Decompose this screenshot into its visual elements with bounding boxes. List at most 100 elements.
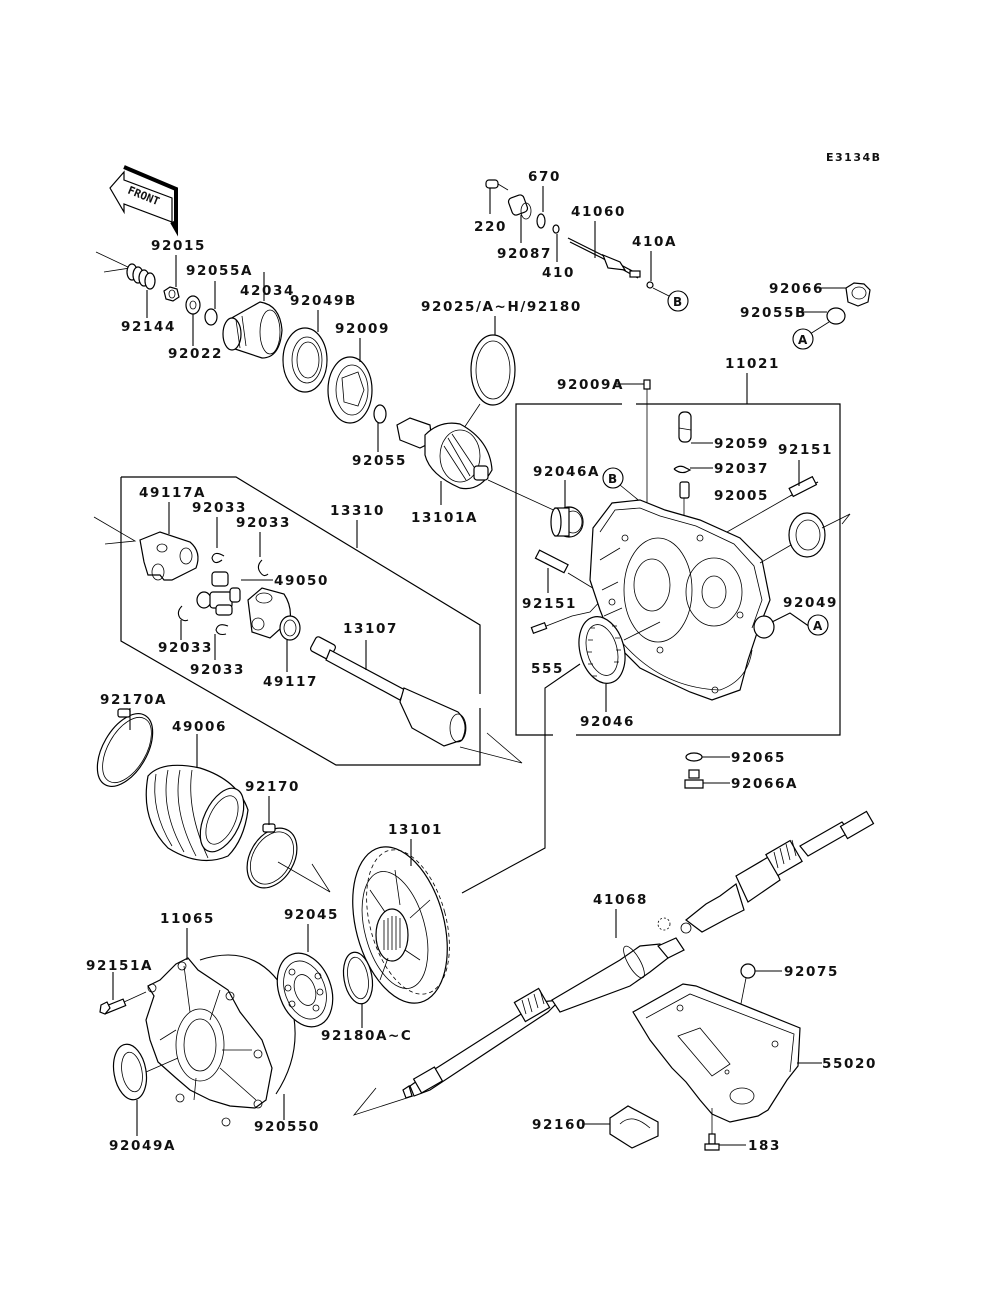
- label-13310: 13310: [330, 503, 385, 519]
- label-92075: 92075: [784, 964, 839, 980]
- part-92055A-o-ring[interactable]: [204, 308, 218, 326]
- part-92055-o-ring[interactable]: [373, 404, 387, 424]
- part-92055B-o-ring[interactable]: [826, 307, 846, 325]
- part-92066A-drain-plug[interactable]: [684, 769, 704, 789]
- part-92022-washer[interactable]: [185, 295, 201, 315]
- label-92087: 92087: [497, 246, 552, 262]
- ref-marker-a-top: [792, 328, 814, 350]
- label-49117: 49117: [263, 674, 318, 690]
- ref-marker-a-case-label: A: [813, 619, 823, 633]
- part-92065-washer[interactable]: [685, 752, 703, 762]
- part-92151-stud-left[interactable]: [534, 549, 569, 574]
- part-92180A-shim[interactable]: [340, 950, 377, 1006]
- label-13101: 13101: [388, 822, 443, 838]
- label-49050: 49050: [274, 573, 329, 589]
- part-13107-propeller-shaft[interactable]: [309, 636, 467, 747]
- ref-marker-b-label: B: [673, 295, 682, 309]
- part-92066-plug[interactable]: [845, 282, 871, 307]
- ref-marker-a-top-label: A: [798, 333, 808, 347]
- front-arrow-icon: FRONT: [109, 165, 178, 237]
- label-410: 410: [542, 265, 575, 281]
- part-183-bolt[interactable]: [704, 1133, 720, 1151]
- part-92160-block[interactable]: [609, 1105, 659, 1149]
- label-92049B: 92049B: [290, 293, 357, 309]
- part-92049B-oil-seal[interactable]: [282, 327, 328, 393]
- label-92151-top: 92151: [778, 442, 833, 458]
- part-92045-ball-bearing[interactable]: [268, 945, 343, 1034]
- part-410-washer[interactable]: [552, 224, 560, 234]
- label-92055A: 92055A: [186, 263, 253, 279]
- part-13101-ring-gear[interactable]: [337, 836, 464, 1013]
- label-92151A: 92151A: [86, 958, 153, 974]
- label-92015: 92015: [151, 238, 206, 254]
- part-92046A-needle-bearing[interactable]: [550, 506, 584, 538]
- label-92033-c: 92033: [158, 640, 213, 656]
- part-49050-cross-joint[interactable]: [196, 571, 241, 616]
- label-92009: 92009: [335, 321, 390, 337]
- part-49117-yoke[interactable]: [247, 587, 301, 641]
- part-92087-bushing[interactable]: [507, 194, 532, 220]
- part-92046-bearing[interactable]: [572, 611, 632, 688]
- part-49117A-yoke[interactable]: [139, 531, 199, 581]
- label-92033-b: 92033: [236, 515, 291, 531]
- part-92059-pin[interactable]: [678, 411, 692, 443]
- label-92045: 92045: [284, 907, 339, 923]
- label-49117A: 49117A: [139, 485, 206, 501]
- label-92059: 92059: [714, 436, 769, 452]
- part-92170A-clamp[interactable]: [86, 704, 164, 795]
- part-92151-stud-top[interactable]: [788, 475, 819, 498]
- label-92009A: 92009A: [557, 377, 624, 393]
- part-49006-cv-boot[interactable]: [145, 764, 252, 862]
- part-92033-clip-d[interactable]: [215, 624, 229, 636]
- part-92075-cap[interactable]: [740, 963, 756, 979]
- part-92170-clamp[interactable]: [237, 819, 307, 896]
- part-55020-guard[interactable]: [632, 983, 801, 1123]
- label-41068: 41068: [593, 892, 648, 908]
- part-220-bolt[interactable]: [485, 179, 509, 191]
- part-92005-breather[interactable]: [679, 481, 690, 520]
- part-410A-washer[interactable]: [646, 281, 654, 289]
- label-41060: 41060: [571, 204, 626, 220]
- label-220: 220: [474, 219, 507, 235]
- part-92009-seal[interactable]: [327, 356, 373, 424]
- part-92015-nut[interactable]: [163, 286, 180, 302]
- part-41068-drive-shaft[interactable]: [402, 810, 875, 1099]
- label-92037: 92037: [714, 461, 769, 477]
- part-11021-case[interactable]: [589, 499, 771, 701]
- part-92033-clip-c[interactable]: [177, 605, 189, 622]
- label-92005: 92005: [714, 488, 769, 504]
- part-92009A-dowel[interactable]: [643, 379, 651, 390]
- label-92049: 92049: [783, 595, 838, 611]
- part-670-o-ring[interactable]: [536, 213, 546, 229]
- diagram-code: E3134B: [826, 151, 882, 164]
- label-11065: 11065: [160, 911, 215, 927]
- part-92144-spring[interactable]: [126, 263, 156, 290]
- part-92025-shim[interactable]: [470, 334, 516, 406]
- label-92033-a: 92033: [192, 500, 247, 516]
- ref-marker-b: [667, 290, 689, 312]
- part-11065-cover[interactable]: [145, 957, 273, 1127]
- part-41060-speedo-gear[interactable]: [567, 237, 641, 279]
- part-92037-clip[interactable]: [673, 465, 692, 474]
- label-92033-d: 92033: [190, 662, 245, 678]
- label-92144: 92144: [121, 319, 176, 335]
- part-92033-clip-a[interactable]: [211, 552, 225, 564]
- label-55020: 55020: [822, 1056, 877, 1072]
- part-42034-sleeve[interactable]: [222, 301, 283, 359]
- label-92160: 92160: [532, 1117, 587, 1133]
- part-92151A-bolt[interactable]: [99, 998, 127, 1015]
- label-92022: 92022: [168, 346, 223, 362]
- part-13101A-pinion-gear[interactable]: [396, 417, 493, 490]
- part-92049A-oil-seal[interactable]: [109, 1042, 150, 1103]
- label-555: 555: [531, 661, 564, 677]
- label-42034: 42034: [240, 283, 295, 299]
- label-13107: 13107: [343, 621, 398, 637]
- part-92033-clip-b[interactable]: [257, 559, 269, 577]
- part-92049-oil-seal[interactable]: [788, 512, 826, 558]
- label-92046A: 92046A: [533, 464, 600, 480]
- ref-marker-b-case-label: B: [608, 472, 617, 486]
- part-92049-plug-seat: [753, 615, 775, 639]
- label-92066A: 92066A: [731, 776, 798, 792]
- label-92180A: 92180A~C: [321, 1028, 412, 1044]
